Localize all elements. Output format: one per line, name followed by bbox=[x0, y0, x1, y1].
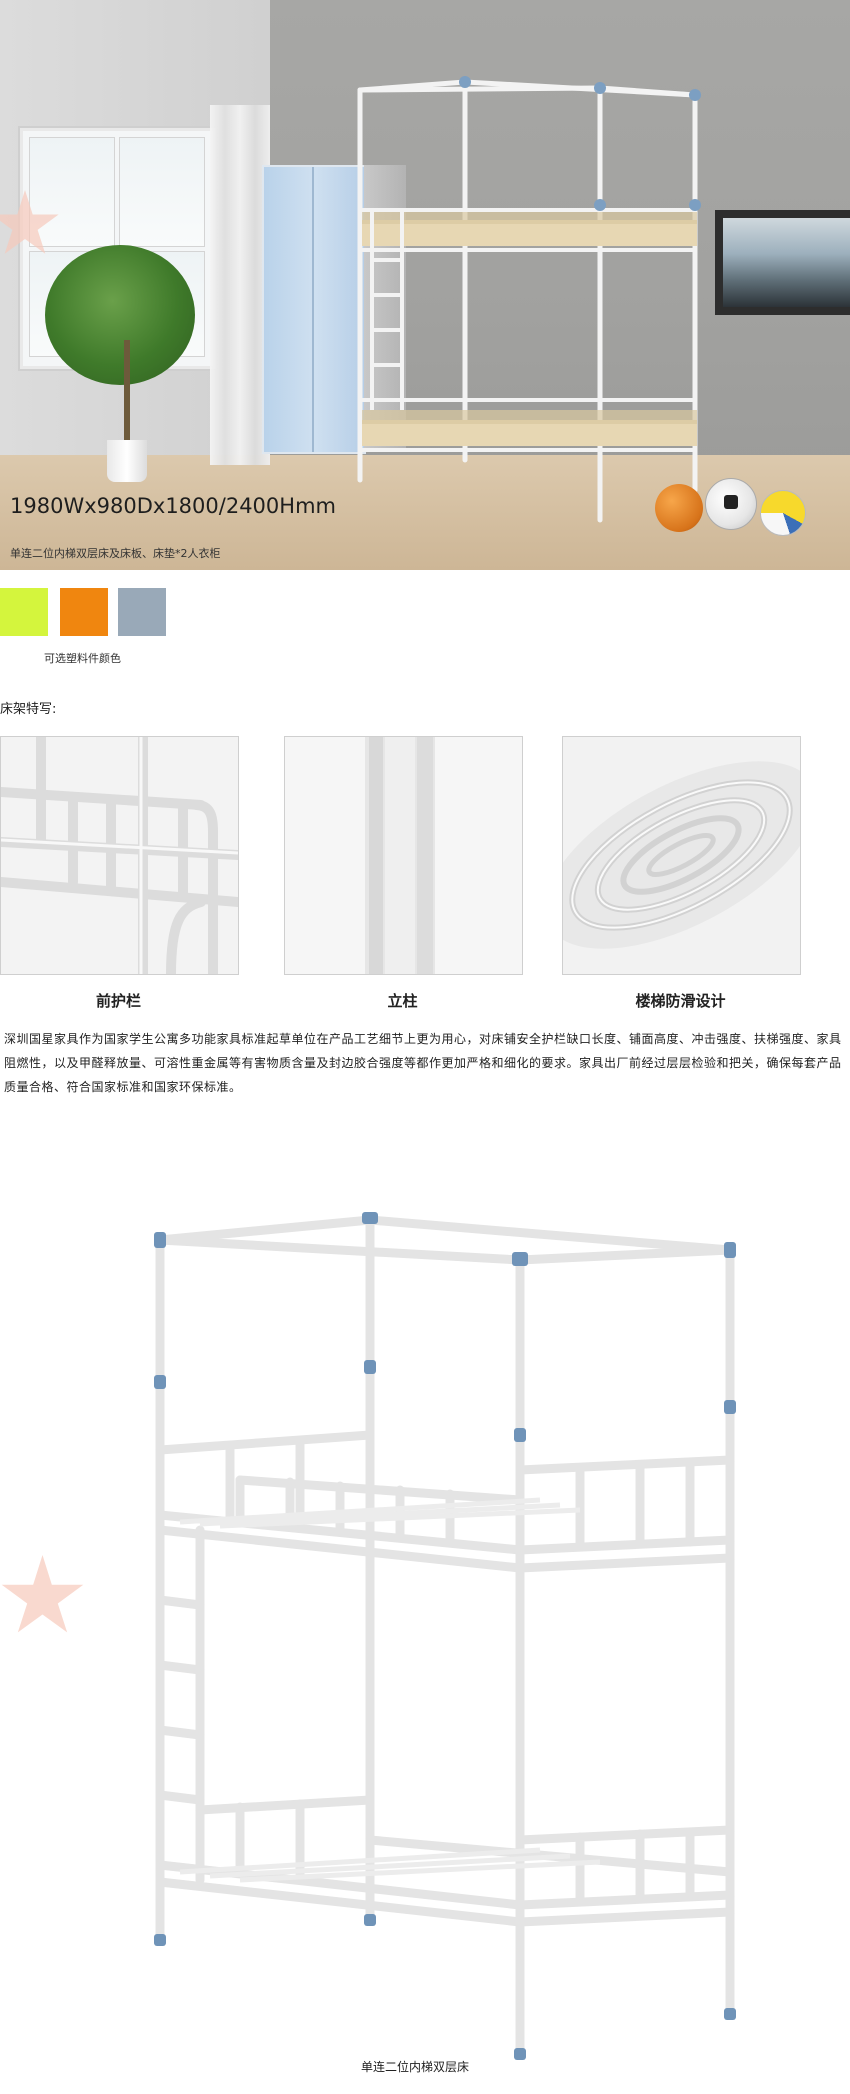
plant-pot bbox=[107, 440, 147, 482]
swatch-caption: 可选塑料件颜色 bbox=[44, 652, 121, 665]
hero-room-image: 1980Wx980Dx1800/2400Hmm 单连二位内梯双层床及床板、床垫*… bbox=[0, 0, 850, 570]
basketball bbox=[655, 484, 703, 532]
volleyball bbox=[760, 490, 806, 536]
wall-picture bbox=[715, 210, 850, 315]
swatch-lime[interactable] bbox=[0, 588, 48, 636]
scene-bunk-bed bbox=[357, 76, 701, 523]
description-paragraph: 深圳国星家具作为国家学生公寓多功能家具标准起草单位在产品工艺细节上更为用心，对床… bbox=[4, 1032, 842, 1094]
star-watermark-lower bbox=[1, 1555, 84, 1633]
features-title: 床架特写: bbox=[0, 702, 57, 717]
swatch-orange[interactable] bbox=[60, 588, 108, 636]
swatch-grey-blue[interactable] bbox=[118, 588, 166, 636]
soccer-ball bbox=[705, 478, 757, 530]
product-bunk-bed bbox=[154, 1212, 736, 2060]
curtain bbox=[210, 105, 270, 465]
plant-leaves bbox=[45, 245, 195, 385]
detail-post bbox=[284, 736, 523, 975]
detail-label-guardrail: 前护栏 bbox=[95, 992, 141, 1010]
detail-label-post: 立柱 bbox=[387, 992, 418, 1010]
wardrobe bbox=[262, 165, 366, 454]
product-caption: 单连二位内梯双层床 bbox=[360, 2060, 469, 2074]
detail-label-ladder: 楼梯防滑设计 bbox=[635, 992, 726, 1010]
dimensions-text: 1980Wx980Dx1800/2400Hmm bbox=[10, 494, 336, 518]
detail-front-guardrail bbox=[0, 736, 239, 975]
plant-trunk bbox=[124, 340, 130, 445]
detail-ladder-antislip bbox=[562, 736, 801, 975]
hero-subtitle: 单连二位内梯双层床及床板、床垫*2人衣柜 bbox=[10, 547, 221, 560]
